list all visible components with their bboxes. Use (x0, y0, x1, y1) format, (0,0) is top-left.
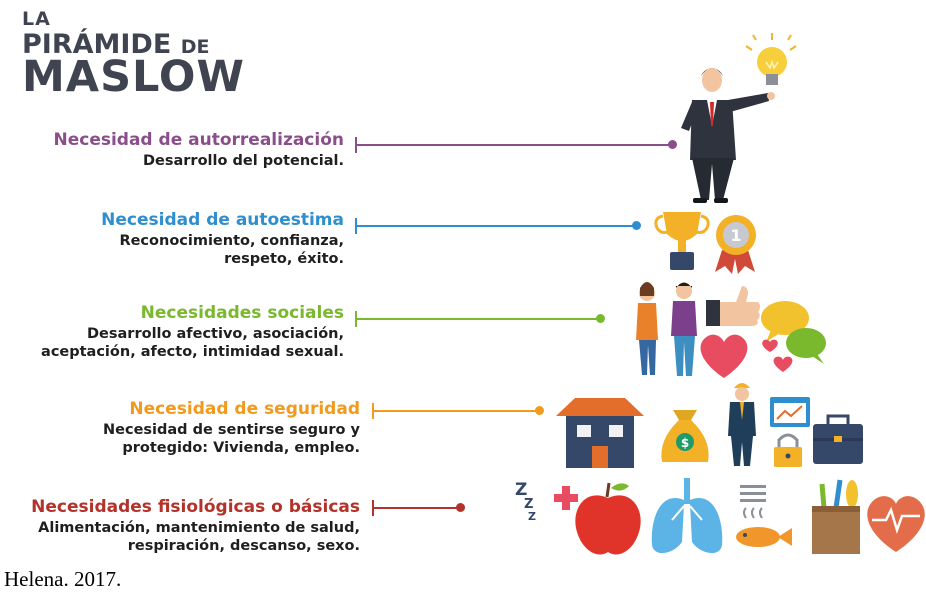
heartbeat-icon (867, 496, 925, 552)
title-de: DE (180, 36, 210, 58)
svg-text:Z: Z (528, 510, 536, 523)
money-bag-icon: $ (661, 410, 709, 462)
chart-screen-icon (770, 397, 810, 427)
trophy-icon (654, 212, 710, 270)
briefcase-icon (813, 414, 863, 464)
speech-bubbles-icon (761, 301, 826, 364)
level-self-actualization: Necesidad de autorrealización Desarrollo… (53, 130, 344, 171)
level-desc-line: Alimentación, mantenimiento de salud, (38, 520, 360, 536)
level-physiological: Necesidades fisiológicas o básicas Alime… (31, 497, 360, 555)
page-title: LA PIRÁMIDE DE MASLOW (22, 10, 245, 99)
level-desc-line: Desarrollo del potencial. (143, 153, 344, 169)
level-name: Necesidad de seguridad (129, 399, 360, 419)
connector-tick (355, 218, 357, 234)
connector-esteem (355, 218, 641, 234)
moon-sleep-icon: Z Z Z (497, 480, 550, 555)
lightbulb-icon (745, 33, 797, 85)
couple-icon (636, 282, 697, 376)
svg-text:Z: Z (515, 480, 527, 500)
connector-dot (632, 221, 641, 230)
connector-dot (535, 406, 544, 415)
level-desc-line: respiración, descanso, sexo. (127, 537, 360, 554)
title-piramide: PIRÁMIDE (22, 29, 172, 60)
apple-icon (575, 482, 641, 555)
svg-text:$: $ (681, 436, 689, 450)
connector-physiological (372, 500, 465, 516)
connector-dot (456, 503, 465, 512)
engineer-icon (728, 383, 756, 466)
house-icon (556, 398, 644, 468)
level-name: Necesidad de autoestima (101, 210, 344, 230)
connector-tick (372, 500, 374, 516)
level-description: Desarrollo afectivo, asociación,aceptaci… (41, 326, 344, 361)
level-desc-line: Desarrollo afectivo, asociación, (87, 326, 344, 342)
connector-dot (596, 314, 605, 323)
title-line-3: MASLOW (22, 52, 245, 102)
level-safety: Necesidad de seguridad Necesidad de sent… (103, 399, 360, 457)
level-description: Desarrollo del potencial. (53, 153, 344, 171)
health-cross-icon (554, 486, 578, 510)
thumbs-up-icon (706, 286, 760, 326)
level-desc-line: Reconocimiento, confianza, (119, 233, 344, 249)
hot-fish-icon (736, 485, 792, 547)
grocery-bag-icon (812, 479, 860, 554)
level-esteem: Necesidad de autoestima Reconocimiento, … (101, 210, 344, 268)
connector-tick (372, 403, 374, 419)
medal-icon: 1 (715, 215, 756, 274)
level-name: Necesidades fisiológicas o básicas (31, 497, 360, 517)
connector-tick (355, 311, 357, 327)
padlock-icon (774, 433, 802, 467)
connector-self-actualization (355, 137, 677, 153)
svg-text:Z: Z (524, 497, 533, 512)
level-desc-line: protegido: Vivienda, empleo. (122, 439, 360, 456)
connector-dot (668, 140, 677, 149)
connector-tick (355, 137, 357, 153)
title-line-1: LA (22, 8, 51, 30)
businessman-icon (681, 68, 775, 203)
level-desc-line: Necesidad de sentirse seguro y (103, 422, 360, 438)
lungs-icon (651, 478, 723, 554)
level-desc-line: aceptación, afecto, intimidad sexual. (41, 343, 344, 360)
level-name: Necesidad de autorrealización (53, 130, 344, 150)
hearts-icon (700, 334, 793, 378)
level-description: Reconocimiento, confianza,respeto, éxito… (101, 233, 344, 268)
level-name: Necesidades sociales (140, 303, 344, 323)
level-desc-line: respeto, éxito. (224, 250, 344, 267)
connector-social (355, 311, 605, 327)
level-social: Necesidades sociales Desarrollo afectivo… (41, 303, 344, 361)
level-description: Alimentación, mantenimiento de salud,res… (31, 520, 360, 555)
image-caption: Helena. 2017. (4, 567, 122, 591)
medal-number: 1 (730, 226, 741, 245)
connector-safety (372, 403, 544, 419)
title-line-2: PIRÁMIDE DE (22, 31, 245, 58)
